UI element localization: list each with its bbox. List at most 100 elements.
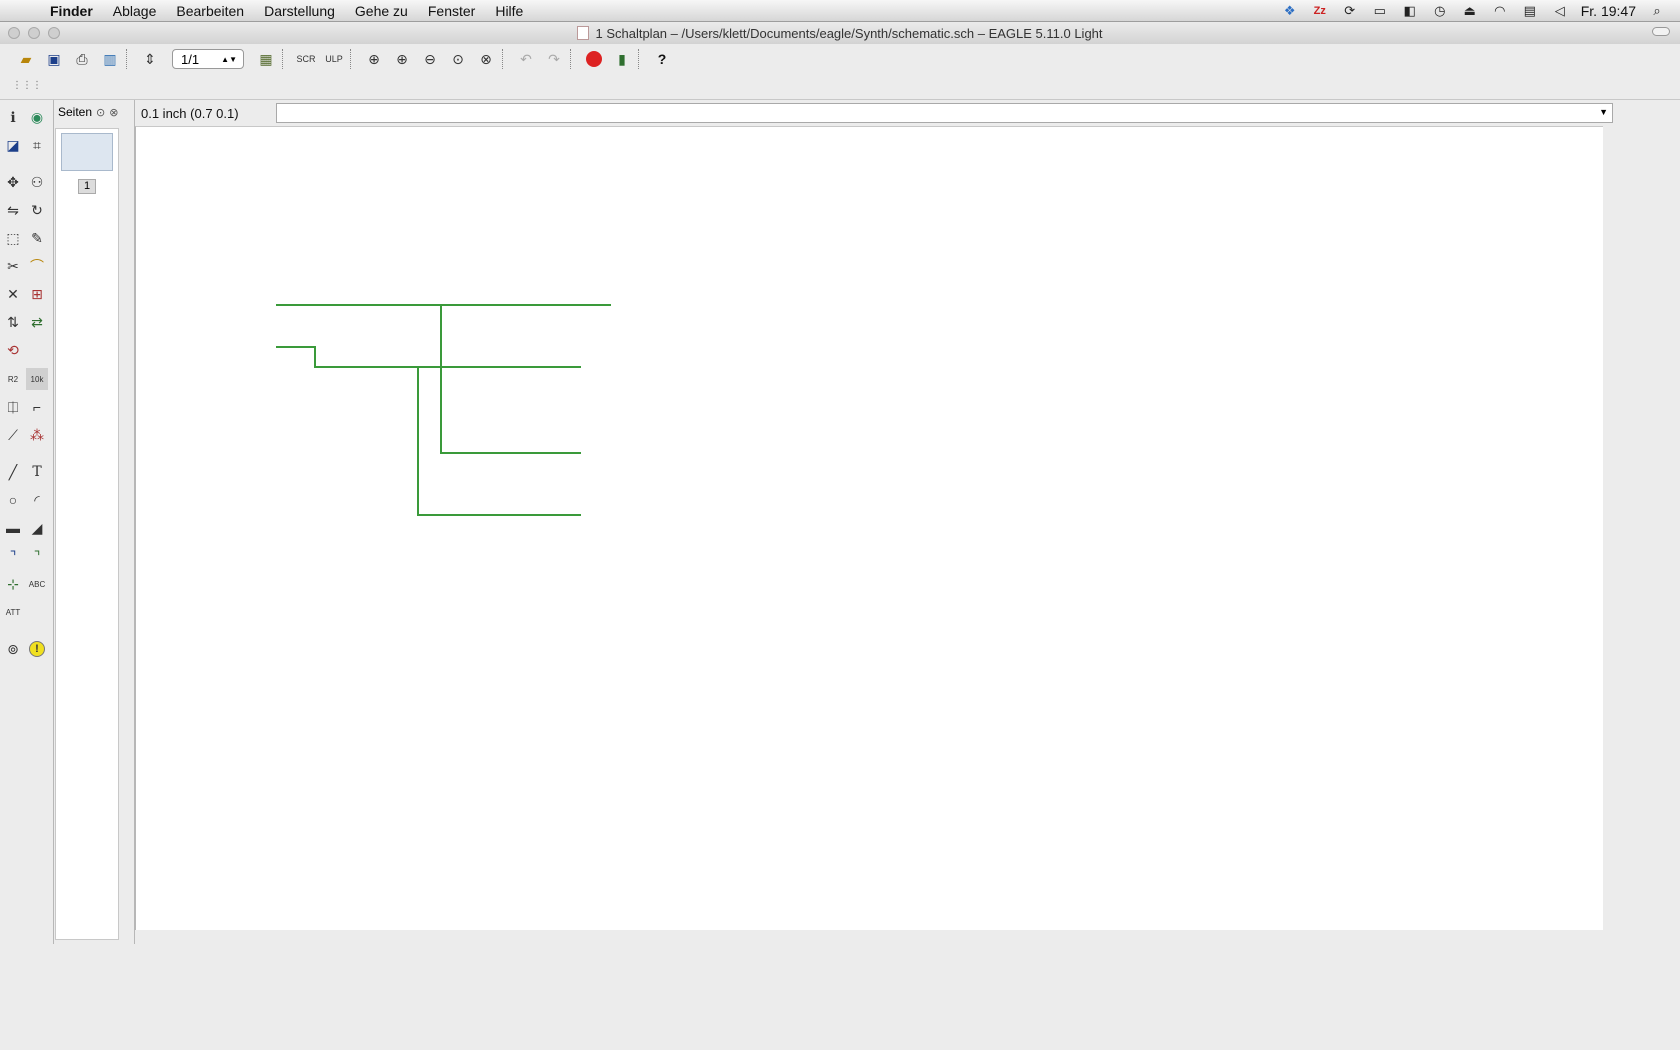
detach-icon[interactable]: ⊙ [96, 106, 106, 119]
change-icon[interactable]: ✎ [31, 229, 43, 246]
parameter-toolbar: ⋮⋮⋮ [0, 74, 1680, 100]
time-machine-icon[interactable]: ◷ [1434, 2, 1446, 18]
menu-darstellung[interactable]: Darstellung [264, 2, 335, 19]
zoom-out-icon[interactable]: ⊖ [424, 50, 436, 67]
stepper-arrows-icon[interactable]: ▲▼ [221, 54, 237, 64]
move-icon[interactable]: ✥ [7, 173, 19, 190]
show-icon[interactable]: ◉ [30, 108, 44, 125]
toolbar-separator [570, 49, 578, 69]
menu-ablage[interactable]: Ablage [112, 2, 157, 19]
script-icon[interactable]: SCR [296, 54, 316, 64]
menu-fenster[interactable]: Fenster [427, 2, 476, 19]
window-controls [8, 27, 60, 39]
save-icon[interactable]: ▣ [47, 50, 61, 67]
label-icon[interactable]: ABC [28, 579, 46, 589]
net-icon[interactable]: ⌝ [33, 547, 41, 564]
display-icon[interactable]: ▭ [1373, 2, 1386, 18]
menu-bearbeiten[interactable]: Bearbeiten [176, 2, 245, 19]
ulp-icon[interactable]: ULP [325, 54, 343, 64]
open-icon[interactable]: ▰ [20, 50, 32, 67]
command-input[interactable]: ▼ [276, 103, 1613, 123]
sheet-number[interactable]: 1 [78, 179, 96, 194]
add-icon[interactable]: ⊞ [31, 285, 43, 302]
gateswap-icon[interactable]: ⟲ [7, 341, 19, 358]
sheet-icon[interactable]: ⇕ [144, 50, 156, 67]
cam-processor-icon[interactable]: ▥ [103, 50, 117, 67]
toolbar-toggle-button[interactable] [1652, 27, 1670, 36]
main-toolbar: ▰ ▣ ⎙ ▥ ⇕ 1/1 ▲▼ ▦ SCR ULP ⊕ ⊕ ⊖ ⊙ ⊗ ↶ ↷… [0, 44, 1680, 74]
coordinate-bar: 0.1 inch (0.7 0.1) ▼ [135, 100, 1613, 126]
zoom-select-icon[interactable]: ⊗ [480, 50, 492, 67]
arc-icon[interactable]: ◜ [34, 491, 40, 508]
copy-icon[interactable]: ⚇ [30, 173, 44, 190]
sheets-title: Seiten [58, 105, 93, 119]
info-icon[interactable]: ℹ [10, 108, 16, 125]
dropbox-icon[interactable]: ❖ [1283, 2, 1296, 18]
toolbar-separator [126, 49, 134, 69]
zoom-window-button[interactable] [48, 27, 60, 39]
sheet-thumbnail[interactable] [61, 133, 113, 171]
page-select-value: 1/1 [181, 51, 200, 67]
redo-icon[interactable]: ↷ [548, 50, 560, 67]
volume-icon[interactable]: ◁ [1554, 2, 1565, 18]
sync-icon[interactable]: ⟳ [1344, 2, 1356, 18]
group-icon[interactable]: ⬚ [6, 229, 20, 246]
replace-icon[interactable]: ⇄ [31, 313, 43, 330]
zoom-fit-icon[interactable]: ⊕ [368, 50, 380, 67]
wire-icon[interactable]: ╱ [8, 463, 18, 480]
display-layers-icon[interactable]: ◪ [6, 136, 20, 153]
name-icon[interactable]: R2 [7, 374, 19, 384]
mark-icon[interactable]: ⌗ [33, 136, 41, 153]
erc-icon[interactable]: ⊚ [7, 640, 19, 657]
circle-icon[interactable]: ○ [8, 492, 18, 508]
close-panel-icon[interactable]: ⊗ [109, 106, 119, 119]
zoom-in-icon[interactable]: ⊕ [396, 50, 408, 67]
errors-icon[interactable]: ! [26, 638, 48, 660]
stop-icon[interactable] [582, 48, 606, 70]
text-icon[interactable]: T [32, 464, 42, 480]
toolbar-separator [350, 49, 358, 69]
invoke-icon[interactable]: ⁂ [30, 426, 44, 443]
pinswap-icon[interactable]: ⇅ [7, 313, 19, 330]
menu-hilfe[interactable]: Hilfe [495, 2, 524, 19]
bus-icon[interactable]: ⌝ [9, 547, 17, 564]
undo-icon[interactable]: ↶ [520, 50, 532, 67]
eject-icon[interactable]: ⏏ [1463, 2, 1476, 18]
polygon-icon[interactable]: ◢ [31, 519, 43, 536]
page-select[interactable]: 1/1 ▲▼ [172, 49, 244, 69]
menu-bar: Finder Ablage Bearbeiten Darstellung Geh… [0, 0, 1680, 22]
go-icon[interactable]: ▮ [618, 50, 626, 67]
toolbar-grip-icon: ⋮⋮⋮ [12, 80, 42, 91]
board-switch-icon[interactable]: ▦ [259, 50, 273, 67]
value-icon[interactable]: 10k [26, 368, 48, 390]
window-title: 1 Schaltplan – /Users/klett/Documents/ea… [595, 25, 1103, 41]
cut-icon[interactable]: ✂ [7, 257, 19, 274]
rect-icon[interactable]: ▬ [6, 520, 20, 536]
mirror-icon[interactable]: ⇋ [7, 201, 19, 218]
minimize-window-button[interactable] [28, 27, 40, 39]
clock[interactable]: Fr. 19:47 [1580, 2, 1636, 19]
rotate-icon[interactable]: ↻ [31, 201, 43, 218]
menu-extra-icon[interactable]: ◧ [1403, 2, 1416, 18]
redraw-icon[interactable]: ⊙ [452, 50, 464, 67]
input-source-icon[interactable]: ▤ [1523, 2, 1536, 18]
junction-icon[interactable]: ⊹ [7, 575, 19, 592]
close-window-button[interactable] [8, 27, 20, 39]
sheets-panel: Seiten ⊙ ⊗ 1 [55, 100, 135, 944]
delete-icon[interactable]: ✕ [7, 285, 19, 302]
split-icon[interactable]: ⟋ [8, 426, 18, 443]
help-icon[interactable]: ? [657, 51, 667, 67]
document-proxy-icon[interactable] [577, 26, 590, 40]
schematic-canvas[interactable] [135, 126, 1603, 930]
wifi-icon[interactable]: ◠ [1494, 2, 1506, 18]
zz-status-icon[interactable]: Zz [1313, 4, 1326, 17]
menu-gehe-zu[interactable]: Gehe zu [354, 2, 408, 19]
smash-icon[interactable]: ⎅ [7, 398, 19, 415]
print-icon[interactable]: ⎙ [76, 50, 88, 67]
miter-icon[interactable]: ⌐ [32, 399, 42, 415]
attribute-icon[interactable]: ATT [5, 607, 21, 617]
paste-icon[interactable]: ⌒ [30, 258, 44, 274]
spotlight-icon[interactable]: ⌕ [1653, 2, 1661, 18]
menu-app-finder[interactable]: Finder [50, 2, 93, 19]
command-history-dropdown-icon[interactable]: ▼ [1599, 107, 1608, 117]
